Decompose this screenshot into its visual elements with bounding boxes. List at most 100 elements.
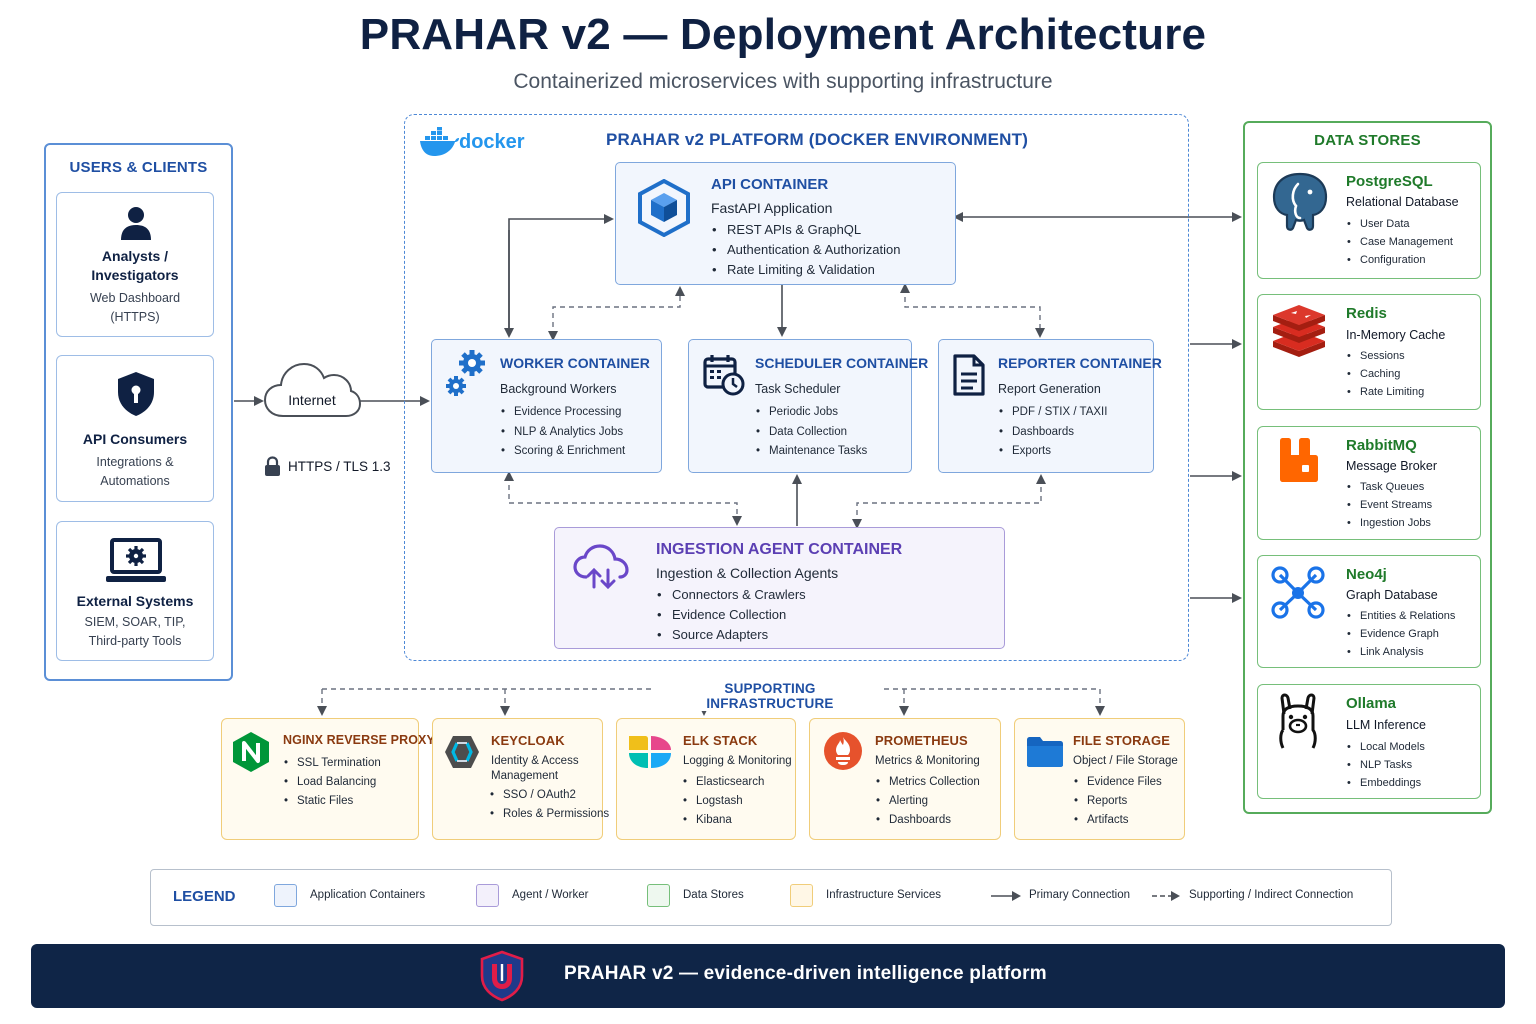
list-item: Data Collection (755, 423, 867, 443)
api-container-list: REST APIs & GraphQL Authentication & Aut… (711, 220, 900, 280)
list-item: Logstash (682, 792, 764, 811)
llama-icon (1279, 693, 1317, 749)
nginx-icon (233, 732, 269, 772)
list-item: Evidence Graph (1346, 625, 1455, 643)
datastore-type: Message Broker (1346, 459, 1438, 473)
infra-title: ELK STACK (683, 733, 758, 748)
list-item: Source Adapters (656, 625, 806, 645)
datastore-type: Relational Database (1346, 195, 1459, 209)
ingestion-container-title: INGESTION AGENT CONTAINER (656, 541, 903, 558)
list-item: SSO / OAuth2 (489, 786, 609, 805)
shield-logo-icon (480, 950, 524, 1002)
infra-list: SSL Termination Load Balancing Static Fi… (283, 754, 381, 811)
list-item: User Data (1346, 215, 1453, 233)
docker-logo-text: docker (459, 131, 525, 153)
data-stores-panel (1243, 121, 1492, 814)
cloud-sync-icon (573, 544, 629, 589)
legend-swatch (476, 884, 499, 907)
page-title: PRAHAR v2 — Deployment Architecture (359, 10, 1207, 59)
list-item: Evidence Collection (656, 605, 806, 625)
user-card-desc: SIEM, SOAR, TIP, Third-party Tools (84, 615, 186, 648)
document-icon (953, 354, 985, 396)
scheduler-container-title: SCHEDULER CONTAINER (755, 355, 929, 371)
list-item: Caching (1346, 365, 1424, 383)
list-item: Embeddings (1346, 774, 1425, 792)
legend-label: Data Stores (683, 889, 744, 901)
list-item: Rate Limiting & Validation (711, 260, 900, 280)
list-item: Maintenance Tasks (755, 442, 867, 462)
list-item: Metrics Collection (875, 773, 980, 792)
datastore-name: Redis (1346, 305, 1387, 322)
list-item: Link Analysis (1346, 643, 1455, 661)
gears-icon (446, 350, 485, 396)
folder-icon (1027, 737, 1063, 767)
list-item: Exports (998, 442, 1107, 462)
list-item: Rate Limiting (1346, 383, 1424, 401)
user-card-title: External Systems (76, 593, 194, 609)
list-item: REST APIs & GraphQL (711, 220, 900, 240)
list-item: Roles & Permissions (489, 805, 609, 824)
cloud-icon (263, 362, 361, 417)
legend-title: LEGEND (173, 888, 236, 905)
list-item: Connectors & Crawlers (656, 585, 806, 605)
legend-solid-arrow (991, 891, 1021, 901)
reporter-container-list: PDF / STIX / TAXII Dashboards Exports (998, 403, 1107, 462)
datastore-name: PostgreSQL (1346, 173, 1433, 190)
prometheus-icon (824, 732, 862, 770)
infra-subtitle: Logging & Monitoring (683, 755, 792, 767)
user-icon (121, 207, 151, 240)
scheduler-container-list: Periodic Jobs Data Collection Maintenanc… (755, 403, 867, 462)
list-item: Evidence Files (1073, 773, 1162, 792)
datastore-list: Sessions Caching Rate Limiting (1346, 347, 1424, 401)
list-item: Static Files (283, 792, 381, 811)
worker-container-list: Evidence Processing NLP & Analytics Jobs… (500, 403, 625, 462)
reporter-container-subtitle: Report Generation (998, 382, 1101, 396)
legend-swatch (790, 884, 813, 907)
footer-banner (31, 944, 1505, 1008)
list-item: Configuration (1346, 251, 1453, 269)
list-item: SSL Termination (283, 754, 381, 773)
scheduler-container-subtitle: Task Scheduler (755, 382, 841, 396)
infra-title: NGINX REVERSE PROXY (283, 733, 435, 747)
shield-icon (118, 372, 154, 416)
api-container-subtitle: FastAPI Application (711, 200, 833, 216)
protocol-label: HTTPS / TLS 1.3 (288, 459, 391, 474)
platform-title: PRAHAR v2 PLATFORM (DOCKER ENVIRONMENT) (606, 130, 1029, 149)
laptop-gear-icon (106, 538, 166, 582)
list-item: Ingestion Jobs (1346, 514, 1432, 532)
api-container-title: API CONTAINER (711, 176, 829, 193)
list-item: Load Balancing (283, 773, 381, 792)
data-stores-heading: DATA STORES (1314, 132, 1421, 149)
rabbitmq-icon (1280, 438, 1318, 482)
infra-subtitle: Object / File Storage (1073, 755, 1178, 767)
infra-list: SSO / OAuth2 Roles & Permissions (489, 786, 609, 824)
list-item: NLP & Analytics Jobs (500, 423, 625, 443)
list-item: Scoring & Enrichment (500, 442, 625, 462)
users-clients-heading: USERS & CLIENTS (69, 159, 208, 176)
list-item: Evidence Processing (500, 403, 625, 423)
list-item: Authentication & Authorization (711, 240, 900, 260)
list-item: Dashboards (998, 423, 1107, 443)
user-card-desc: Web Dashboard (HTTPS) (89, 291, 181, 324)
worker-container-title: WORKER CONTAINER (500, 355, 650, 371)
infra-title: PROMETHEUS (875, 733, 968, 748)
infra-list: Evidence Files Reports Artifacts (1073, 773, 1162, 830)
infra-list: Elasticsearch Logstash Kibana (682, 773, 764, 830)
infra-title: FILE STORAGE (1073, 733, 1171, 748)
datastore-type: In-Memory Cache (1346, 328, 1446, 342)
legend (150, 869, 1392, 926)
datastore-list: Entities & Relations Evidence Graph Link… (1346, 607, 1455, 661)
infra-subtitle: Metrics & Monitoring (875, 755, 980, 767)
list-item: Entities & Relations (1346, 607, 1455, 625)
legend-swatch (647, 884, 670, 907)
infra-subtitle: Identity & Access Management (491, 755, 579, 782)
redis-icon (1273, 305, 1325, 357)
elastic-icon (629, 736, 671, 768)
ingestion-container-subtitle: Ingestion & Collection Agents (656, 565, 839, 581)
list-item: Task Queues (1346, 478, 1432, 496)
api-reporter-dashed (900, 283, 1045, 338)
worker-api-dashed (548, 286, 685, 341)
list-item: PDF / STIX / TAXII (998, 403, 1107, 423)
list-item: Reports (1073, 792, 1162, 811)
